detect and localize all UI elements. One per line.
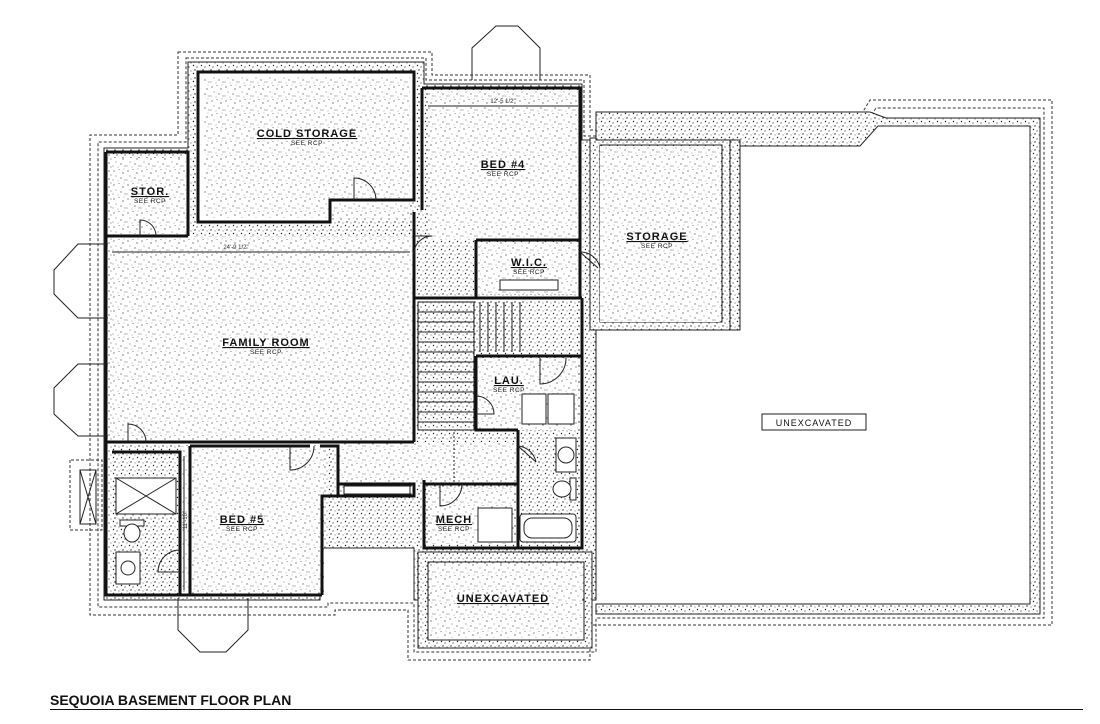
room-labels: COLD STORAGE SEE RCP STOR. SEE RCP BED #… xyxy=(131,128,867,605)
bathtub xyxy=(519,513,577,543)
unexcavated-small-label: UNEXCAVATED xyxy=(457,593,549,605)
toilet-bath xyxy=(552,480,572,498)
family-room-label: FAMILY ROOM xyxy=(222,337,309,349)
dimension-lines: 12'-5 1/2" 24'-9 1/2" 11'-10" xyxy=(112,99,578,590)
doors xyxy=(127,177,601,573)
family-room-floor xyxy=(112,236,414,442)
stor-label: STOR. xyxy=(131,186,169,198)
bed5-height-dim: 11'-10" xyxy=(183,511,189,529)
family-width-dim: 24'-9 1/2" xyxy=(223,245,248,251)
washer xyxy=(521,393,547,425)
storage-floor xyxy=(600,146,720,322)
family-room-note: SEE RCP xyxy=(250,349,282,356)
stairs xyxy=(417,301,521,482)
bed4-note: SEE RCP xyxy=(487,171,519,178)
unexcavated-small-floor xyxy=(430,564,582,638)
fixtures xyxy=(115,279,577,585)
storage-note: SEE RCP xyxy=(641,243,673,250)
unexcavated-large-box xyxy=(761,413,867,431)
bed4-label: BED #4 xyxy=(481,159,526,171)
title-underline xyxy=(50,709,1083,710)
bed5-floor xyxy=(180,446,324,594)
cold-storage-floor xyxy=(204,76,410,218)
wic-label: W.I.C. xyxy=(511,257,547,269)
cold-storage-note: SEE RCP xyxy=(291,140,323,147)
bed4-width-dim: 12'-5 1/2" xyxy=(490,99,515,105)
toilet-bed5 xyxy=(123,523,141,543)
stor-note: SEE RCP xyxy=(134,198,166,205)
furnace xyxy=(477,507,513,543)
stor-floor xyxy=(112,158,186,234)
hall-floor xyxy=(338,442,518,482)
lau-label: LAU. xyxy=(494,375,524,387)
lau-note: SEE RCP xyxy=(493,387,525,394)
mech-note: SEE RCP xyxy=(438,526,470,533)
bed4-floor xyxy=(428,90,578,240)
dryer xyxy=(547,393,575,425)
unexcavated-large-label: UNEXCAVATED xyxy=(776,418,853,428)
plan-title: SEQUOIA BASEMENT FLOOR PLAN xyxy=(50,692,292,708)
room-floors xyxy=(112,76,720,638)
cold-storage-label: COLD STORAGE xyxy=(257,128,357,140)
bed5-note: SEE RCP xyxy=(226,526,258,533)
window-wells xyxy=(53,25,541,653)
wic-note: SEE RCP xyxy=(513,269,545,276)
shelf-hall xyxy=(343,485,411,495)
shelf-wic xyxy=(499,279,559,291)
bed5-label: BED #5 xyxy=(220,514,265,526)
storage-label: STORAGE xyxy=(626,231,687,243)
mech-label: MECH xyxy=(436,514,472,526)
